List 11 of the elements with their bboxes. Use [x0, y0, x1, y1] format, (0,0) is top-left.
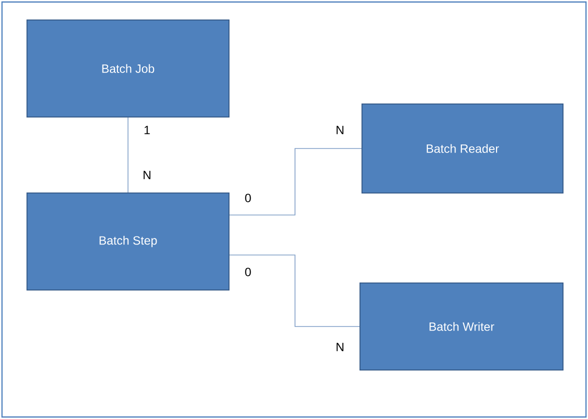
cardinality-label: N [144, 170, 150, 180]
cardinality-label: 0 [245, 194, 251, 202]
process-box: Batch Job [26, 20, 230, 118]
cardinality-label: 0 [245, 268, 251, 276]
cardinality-label: N [336, 342, 344, 352]
process-box: Batch Reader [362, 103, 564, 194]
cardinality-label: N [336, 126, 344, 134]
process-box: Batch Writer [360, 282, 564, 370]
process-box: Batch Step [26, 192, 230, 290]
connector-line [229, 148, 362, 216]
connector-line [229, 254, 360, 327]
